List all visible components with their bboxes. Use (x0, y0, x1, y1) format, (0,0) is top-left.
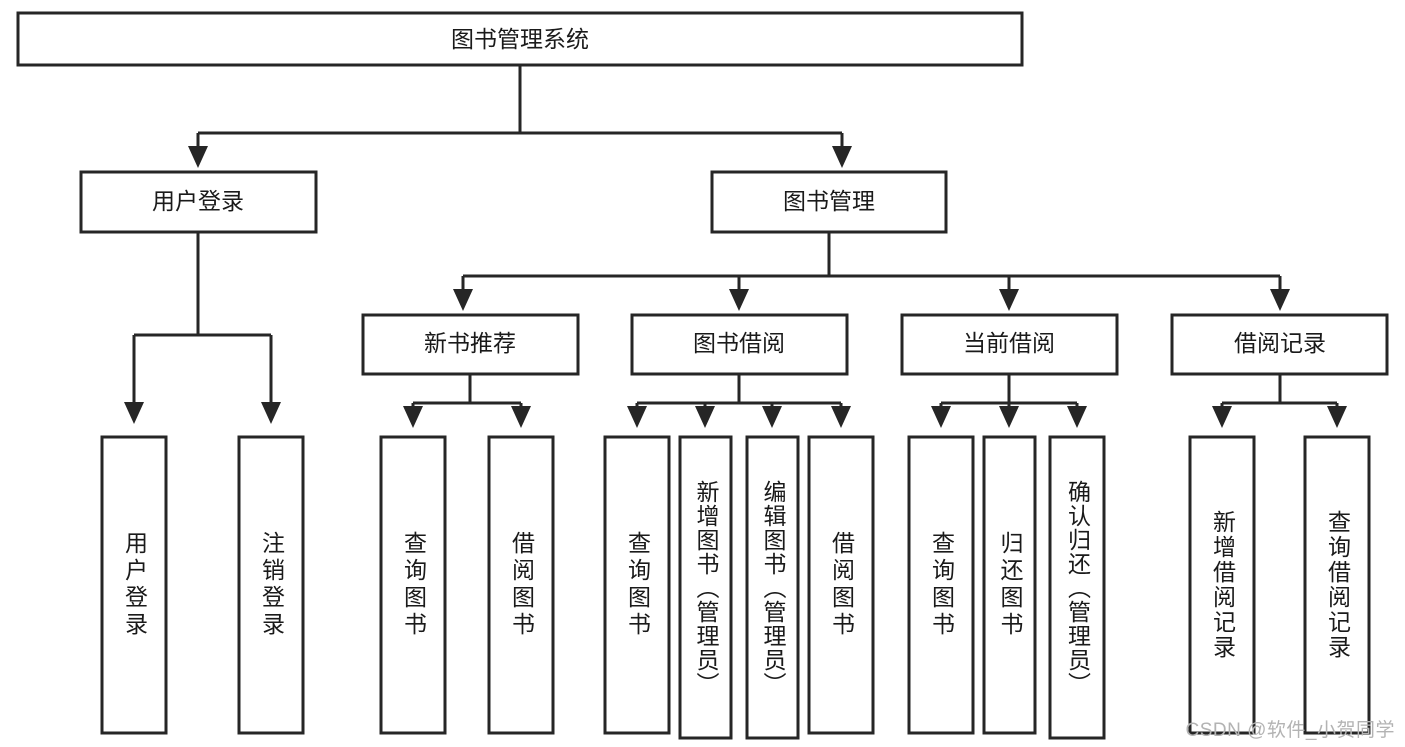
leaf-node-query-book-2[interactable] (603, 435, 671, 735)
node-current-borrow-label: 当前借阅 (963, 330, 1055, 356)
leaf-node-user-login[interactable] (100, 435, 168, 735)
connector-userlogin-to-leaves (132, 232, 273, 404)
connector-currentborrow-to-leaves (939, 374, 1079, 408)
arrow-to-new-book-recommend (453, 289, 473, 311)
node-borrow-record[interactable]: 借阅记录 (1170, 313, 1389, 376)
node-book-manage[interactable]: 图书管理 (710, 170, 948, 234)
node-root-label: 图书管理系统 (451, 26, 589, 52)
leaf-node-borrow-book-1[interactable] (487, 435, 555, 735)
node-new-book-recommend[interactable]: 新书推荐 (361, 313, 580, 376)
arrow-to-book-borrow (729, 289, 749, 311)
connector-root-to-level2 (196, 65, 844, 148)
arrow-to-leaf-return-book (999, 406, 1019, 428)
arrow-to-leaf-query-book-2 (627, 406, 647, 428)
leaf-node-borrow-book-2[interactable] (807, 435, 875, 735)
node-user-login[interactable]: 用户登录 (79, 170, 318, 234)
arrow-to-leaf-add-record (1212, 406, 1232, 428)
node-book-borrow[interactable]: 图书借阅 (630, 313, 849, 376)
arrow-to-leaf-add-book (695, 406, 715, 428)
arrow-to-current-borrow (999, 289, 1019, 311)
arrow-to-leaf-query-record (1327, 406, 1347, 428)
node-new-book-recommend-label: 新书推荐 (424, 330, 516, 356)
leaf-node-query-record[interactable] (1303, 435, 1371, 735)
leaf-node-query-book-1[interactable] (379, 435, 447, 735)
node-book-manage-label: 图书管理 (783, 188, 875, 214)
arrow-to-user-login (188, 146, 208, 168)
arrow-to-book-manage (832, 146, 852, 168)
arrow-to-borrow-record (1270, 289, 1290, 311)
node-root[interactable]: 图书管理系统 (16, 11, 1024, 67)
arrow-to-leaf-confirm-return (1067, 406, 1087, 428)
csdn-watermark: CSDN @软件_小贺同学 (1185, 720, 1395, 741)
connector-bookmanage-to-level3 (461, 232, 1282, 291)
leaf-node-confirm-return[interactable] (1048, 435, 1106, 740)
leaf-node-logout[interactable] (237, 435, 305, 735)
connector-borrowrecord-to-leaves (1220, 374, 1339, 408)
node-borrow-record-label: 借阅记录 (1234, 330, 1326, 356)
arrow-to-leaf-user-login (124, 402, 144, 424)
arrow-to-leaf-borrow-book-1 (511, 406, 531, 428)
arrow-to-leaf-borrow-book-2 (831, 406, 851, 428)
connector-newbook-to-leaves (411, 374, 523, 408)
leaf-node-add-book[interactable] (678, 435, 733, 740)
arrow-to-leaf-logout (261, 402, 281, 424)
node-book-borrow-label: 图书借阅 (693, 330, 785, 356)
leaf-node-query-book-3[interactable] (907, 435, 975, 735)
arrow-to-leaf-query-book-1 (403, 406, 423, 428)
leaf-node-add-record[interactable] (1188, 435, 1256, 735)
connector-bookborrow-to-leaves (635, 374, 843, 408)
leaf-node-edit-book[interactable] (745, 435, 800, 740)
node-user-login-label: 用户登录 (152, 188, 244, 214)
node-current-borrow[interactable]: 当前借阅 (900, 313, 1119, 376)
arrow-to-leaf-edit-book (762, 406, 782, 428)
arrow-to-leaf-query-book-3 (931, 406, 951, 428)
leaf-node-return-book[interactable] (982, 435, 1037, 735)
